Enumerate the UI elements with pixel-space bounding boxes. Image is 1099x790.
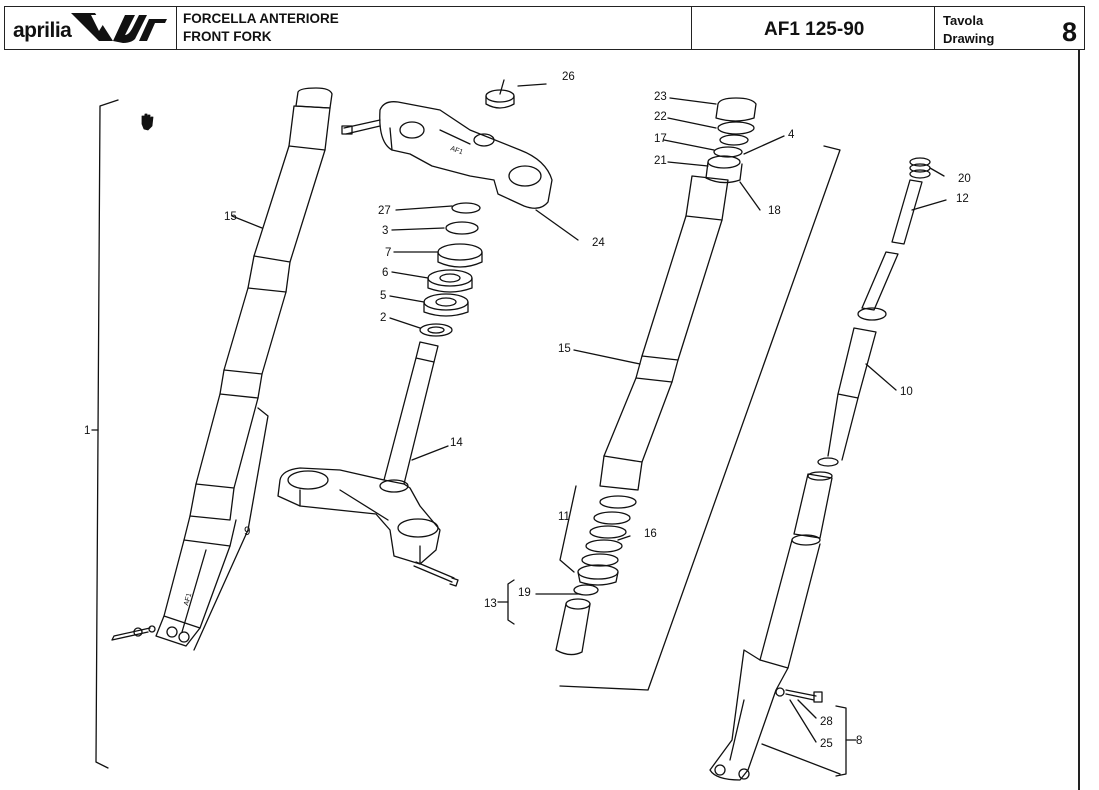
callout-16: 16 <box>644 528 657 540</box>
callout-9: 9 <box>244 526 250 538</box>
title-english: FRONT FORK <box>183 29 272 44</box>
svg-text:AF1: AF1 <box>183 592 193 606</box>
callout-3: 3 <box>382 225 388 237</box>
aprilia-logo-icon <box>71 13 167 43</box>
drawing-number-cell: Tavola Drawing 8 <box>935 7 1085 49</box>
damper-leg-exploded <box>709 157 947 781</box>
left-fork-leg: AF1 15 <box>91 87 333 769</box>
callout-8: 8 <box>856 735 862 747</box>
callout-28: 28 <box>820 716 833 728</box>
top-yoke-assembly: AF1 <box>277 79 579 587</box>
callout-19: 19 <box>518 587 531 599</box>
model-code-cell: AF1 125-90 <box>692 7 935 49</box>
callout-7: 7 <box>385 247 391 259</box>
title-block: aprilia FORCELLA ANTERIORE FRONT FORK AF… <box>4 6 1085 50</box>
callout-21: 21 <box>654 155 667 167</box>
callout-20: 20 <box>958 173 971 185</box>
callout-13: 13 <box>484 598 497 610</box>
callout-4: 4 <box>788 129 795 141</box>
callout-labels: 1 2 3 4 5 6 7 8 9 10 11 12 13 14 15 16 1… <box>84 71 971 750</box>
callout-24: 24 <box>592 237 605 249</box>
callout-25: 25 <box>820 738 833 750</box>
title-italian: FORCELLA ANTERIORE <box>183 11 339 26</box>
callout-15-right: 15 <box>558 343 571 355</box>
drawing-number: 8 <box>1061 17 1077 47</box>
brand-cell: aprilia <box>5 7 177 49</box>
right-fork-exploded <box>497 97 841 691</box>
callout-11: 11 <box>558 511 570 523</box>
title-cell: FORCELLA ANTERIORE FRONT FORK <box>177 7 692 49</box>
hand-pointer-icon <box>141 113 154 131</box>
callout-17: 17 <box>654 133 667 145</box>
callout-14: 14 <box>450 437 463 449</box>
drawing-label-english: Drawing <box>943 31 995 46</box>
drawing-label-italian: Tavola <box>943 13 984 28</box>
callout-26: 26 <box>562 71 575 83</box>
callout-27: 27 <box>378 205 391 217</box>
callout-10: 10 <box>900 386 913 398</box>
brand-name: aprilia <box>13 19 72 42</box>
callout-18: 18 <box>768 205 781 217</box>
callout-2: 2 <box>380 312 386 324</box>
callout-15-left: 15 <box>224 211 237 223</box>
callout-23: 23 <box>654 91 667 103</box>
callout-5: 5 <box>380 290 386 302</box>
callout-22: 22 <box>654 111 667 123</box>
svg-text:AF1: AF1 <box>449 145 464 156</box>
callout-12: 12 <box>956 193 969 205</box>
callout-1: 1 <box>84 425 90 437</box>
model-code: AF1 125-90 <box>764 19 865 40</box>
frame-border <box>1078 50 1080 790</box>
callout-6: 6 <box>382 267 388 279</box>
